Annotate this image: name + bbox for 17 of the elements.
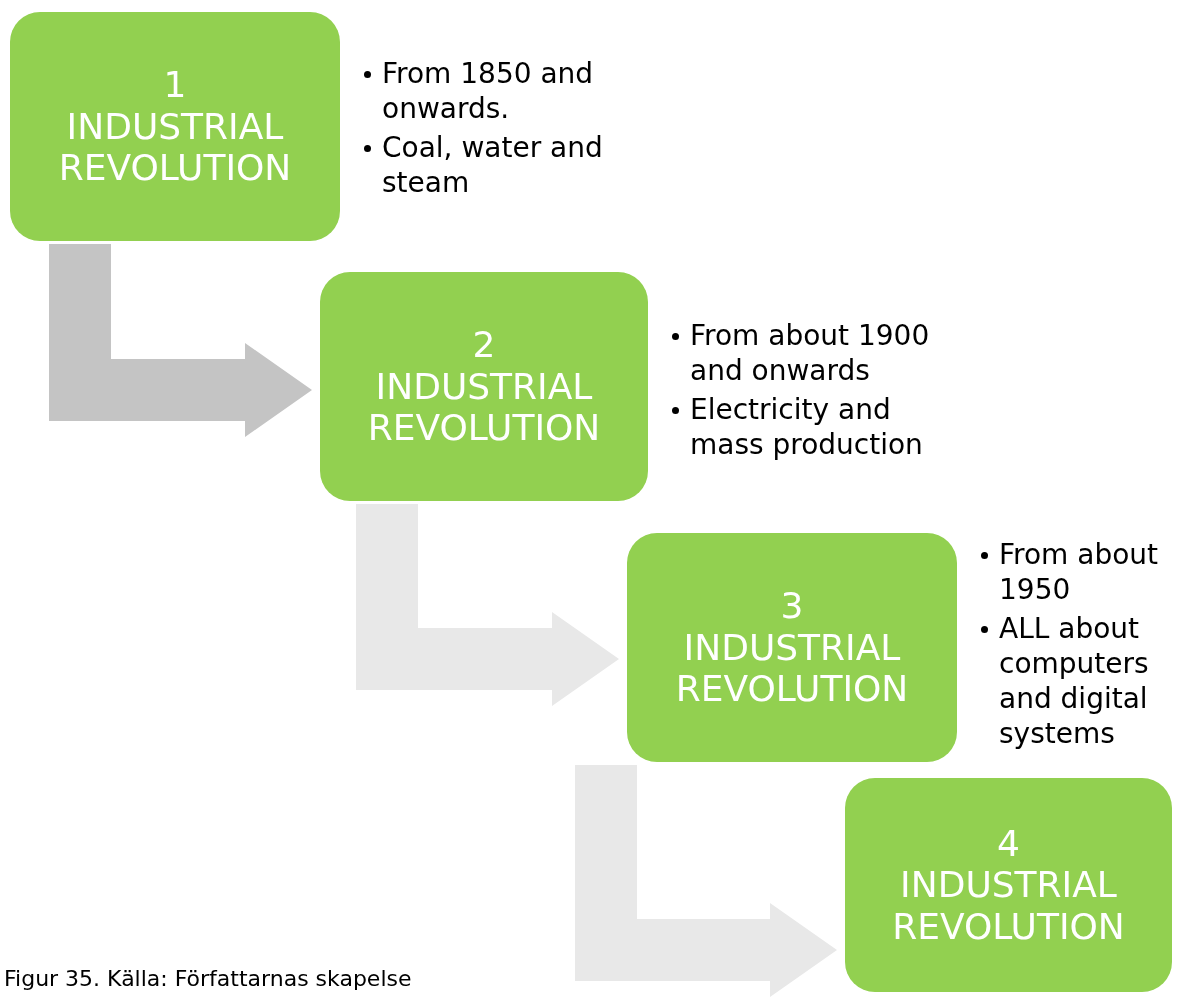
stage-box xyxy=(845,778,1172,992)
stage-title: INDUSTRIAL REVOLUTION xyxy=(891,864,1126,948)
bullet-text: Electricity and mass production xyxy=(690,392,924,462)
stage-number: 4 xyxy=(997,822,1020,865)
stage-title: INDUSTRIAL REVOLUTION xyxy=(674,626,910,710)
bullet-text: ALL about computers and digital systems xyxy=(999,611,1150,751)
bullet-text: From 1850 and onwards. xyxy=(382,56,595,126)
bullet-text: From about 1900 and onwards xyxy=(690,318,931,388)
caption: Figur 35. Källa: Författarnas skapelse xyxy=(4,965,412,993)
bullet-text: Coal, water and steam xyxy=(382,130,604,200)
stage-number: 2 xyxy=(472,324,496,366)
bent-arrow xyxy=(49,244,312,437)
stage-title: INDUSTRIAL REVOLUTION xyxy=(57,105,293,189)
stage-number: 3 xyxy=(780,585,804,627)
stage-title: INDUSTRIAL REVOLUTION xyxy=(366,365,602,449)
stage-number: 1 xyxy=(163,64,187,106)
bullet-text: From about 1950 xyxy=(999,537,1160,607)
